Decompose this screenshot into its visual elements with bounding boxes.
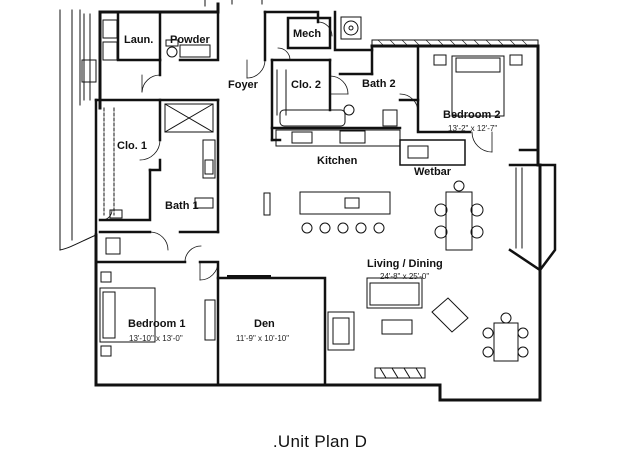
room-label-bath1: Bath 1 (165, 200, 199, 212)
room-dims-bedroom2: 13'-2" x 12'-7" (448, 124, 498, 133)
room-label-living-dining: Living / Dining (367, 258, 443, 270)
room-dims-living-dining: 24'-8" x 25'-0" (380, 272, 430, 281)
room-label-mech: Mech (293, 28, 322, 40)
room-label-closet1: Clo. 1 (117, 140, 147, 152)
plan-caption: .Unit Plan D (272, 432, 368, 451)
door-swings (101, 21, 493, 281)
room-dims-bedroom1: 13'-10" x 13'-0" (129, 334, 183, 343)
room-label-powder: Powder (170, 34, 210, 46)
room-label-closet2: Clo. 2 (291, 79, 321, 91)
room-label-wetbar: Wetbar (414, 166, 452, 178)
room-dims-den: 11'-9" x 10'-10" (236, 334, 290, 343)
room-label-laundry: Laun. (124, 34, 154, 46)
interior-walls (94, 10, 557, 387)
room-label-foyer: Foyer (228, 79, 258, 91)
room-label-den: Den (254, 318, 275, 330)
room-label-bath2: Bath 2 (362, 78, 396, 90)
room-label-kitchen: Kitchen (317, 155, 358, 167)
fixtures (81, 13, 529, 379)
room-label-bedroom1: Bedroom 1 (128, 318, 186, 330)
room-label-bedroom2: Bedroom 2 (443, 109, 501, 121)
